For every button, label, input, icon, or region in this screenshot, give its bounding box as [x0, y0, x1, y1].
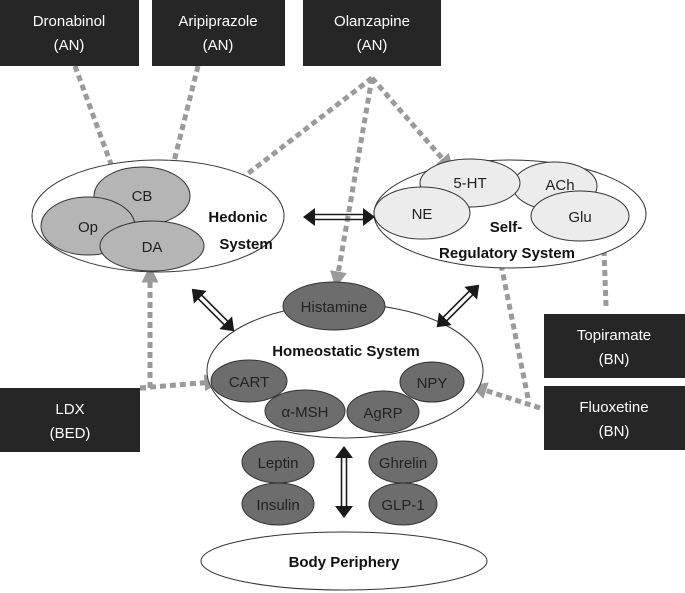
- arrow-ldx-to-cart: [139, 374, 222, 392]
- node-alpha-msh: [264, 389, 346, 433]
- node-glp1-label: GLP-1: [381, 497, 424, 514]
- drug-topiramate-name: Topiramate: [577, 327, 651, 344]
- node-ne: [373, 186, 471, 240]
- arrow-aripiprazole-to-da: [151, 65, 201, 234]
- arrow-homeostatic-periphery: [335, 446, 353, 518]
- drug-aripiprazole-indication: (AN): [203, 37, 234, 54]
- node-cb-label: CB: [132, 188, 153, 205]
- node-agrp: [346, 390, 420, 434]
- node-glu-label: Glu: [568, 209, 591, 226]
- arrow-olanzapine-to-5ht: [370, 76, 454, 172]
- drug-box-ldx: LDX (BED): [0, 388, 140, 452]
- peripheral-hormones: Leptin Ghrelin Insulin GLP-1: [241, 440, 438, 526]
- drug-boxes: Dronabinol (AN) Aripiprazole (AN) Olanza…: [0, 0, 685, 452]
- node-alpha-msh-label: α-MSH: [282, 404, 329, 421]
- node-insulin: [241, 482, 315, 526]
- drug-box-topiramate: Topiramate (BN): [544, 314, 685, 378]
- node-da: [99, 220, 205, 272]
- arrow-fluoxetine-to-5ht: [481, 191, 531, 399]
- arrow-hedonic-self-regulatory: [303, 208, 375, 226]
- hedonic-system-label-line2: System: [219, 236, 272, 253]
- drug-box-fluoxetine: Fluoxetine (BN): [544, 386, 685, 450]
- drug-dronabinol-name: Dronabinol: [33, 13, 106, 30]
- self-regulatory-system-label-line2: Regulatory System: [439, 245, 575, 262]
- drug-dronabinol-indication: (AN): [54, 37, 85, 54]
- self-regulatory-system-label-line1: Self-: [490, 219, 523, 236]
- node-agrp-label: AgRP: [363, 405, 402, 422]
- self-regulatory-system: 5-HT ACh NE Glu Self- Regulatory System: [373, 158, 647, 269]
- node-histamine: [282, 281, 386, 331]
- drug-fluoxetine-indication: (BN): [599, 423, 630, 440]
- arrow-ldx-to-da: [140, 265, 159, 391]
- body-periphery-outline: [200, 531, 488, 591]
- drug-box-olanzapine: Olanzapine (AN): [303, 0, 441, 66]
- drug-box-dronabinol: Dronabinol (AN): [0, 0, 139, 66]
- drug-olanzapine-name: Olanzapine: [334, 13, 410, 30]
- drug-olanzapine-indication: (AN): [357, 37, 388, 54]
- hedonic-system: CB Op DA Hedonic System: [31, 159, 285, 273]
- arrow-self-regulatory-homeostatic: [436, 284, 480, 328]
- arrow-fluoxetine-to-npy: [469, 382, 541, 411]
- node-histamine-label: Histamine: [301, 299, 368, 316]
- hedonic-system-label-line1: Hedonic: [208, 209, 267, 226]
- body-periphery-label: Body Periphery: [289, 554, 401, 571]
- homeostatic-system: Homeostatic System Histamine CART NPY α-…: [206, 281, 484, 439]
- drug-ldx-name: LDX: [55, 401, 84, 418]
- node-ghrelin-label: Ghrelin: [379, 455, 427, 472]
- drug-box-aripiprazole: Aripiprazole (AN): [152, 0, 285, 66]
- node-npy-label: NPY: [417, 375, 448, 392]
- node-glp1: [368, 482, 438, 526]
- arrow-olanzapine-to-histamine: [330, 77, 375, 289]
- node-op-label: Op: [78, 219, 98, 236]
- node-5ht-label: 5-HT: [453, 175, 486, 192]
- arrow-hedonic-homeostatic: [191, 288, 235, 332]
- homeostatic-system-label: Homeostatic System: [272, 343, 420, 360]
- drug-aripiprazole-name: Aripiprazole: [178, 13, 257, 30]
- node-ach-label: ACh: [545, 177, 574, 194]
- node-npy: [399, 361, 465, 403]
- system-interaction-arrows: [191, 208, 480, 518]
- node-leptin-label: Leptin: [258, 455, 299, 472]
- node-da-label: DA: [142, 239, 163, 256]
- node-insulin-label: Insulin: [256, 497, 299, 514]
- node-ne-label: NE: [412, 206, 433, 223]
- node-cart-label: CART: [229, 374, 270, 391]
- drug-fluoxetine-name: Fluoxetine: [579, 399, 648, 416]
- node-glu: [530, 190, 630, 242]
- node-cart: [210, 359, 288, 403]
- drug-topiramate-indication: (BN): [599, 351, 630, 368]
- drug-ldx-indication: (BED): [50, 425, 91, 442]
- body-periphery: Body Periphery: [200, 531, 488, 591]
